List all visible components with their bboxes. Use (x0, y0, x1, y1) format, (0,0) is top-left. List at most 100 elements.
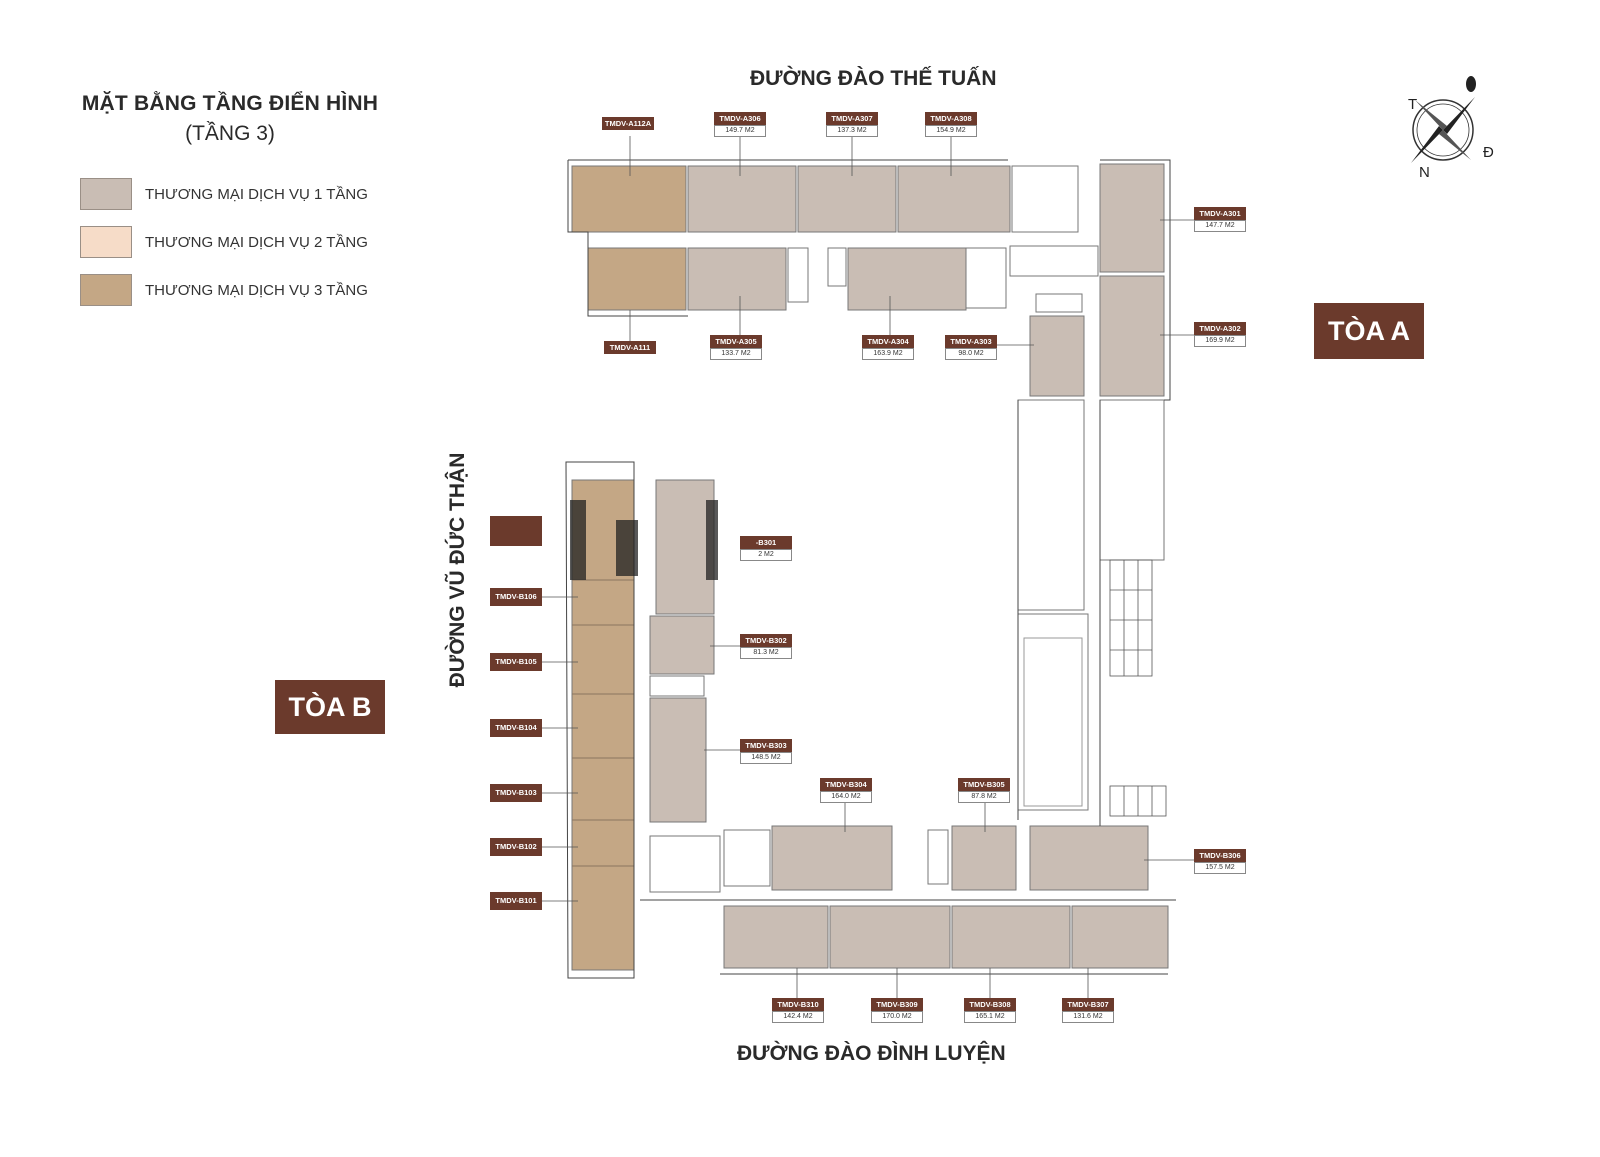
unit-b310 (723, 905, 829, 969)
tag-b307: TMDV-B307 (1062, 998, 1114, 1011)
outline-b-south (640, 899, 1176, 975)
unit-a303 (1029, 315, 1085, 397)
unit-b308 (951, 905, 1071, 969)
unit-b307 (1071, 905, 1169, 969)
area-b304: 164.0 M2 (820, 791, 872, 803)
compass-icon: T Đ N (1405, 72, 1505, 182)
unit-b304 (771, 825, 893, 891)
unit-b305 (951, 825, 1017, 891)
stair-b-2 (649, 675, 705, 697)
compass-n-label: N (1419, 164, 1430, 181)
plan-subtitle: (TẦNG 3) (185, 122, 275, 145)
area-a307: 137.3 M2 (826, 125, 878, 137)
compass-t-label: T (1408, 96, 1418, 113)
tower-b-label: TÒA B (275, 680, 385, 734)
legend-swatch-1-floor (80, 178, 132, 210)
unit-b302 (649, 615, 715, 675)
tag-a308: TMDV-A308 (925, 112, 977, 125)
pergola-east (1109, 559, 1153, 677)
tag-b301: -B301 (740, 536, 792, 549)
lift-a-1 (827, 247, 847, 287)
tag-b105: TMDV-B105 (490, 653, 542, 671)
legend-swatch-2-floor (80, 226, 132, 258)
tag-a305: TMDV-A305 (710, 335, 762, 348)
area-a304: 163.9 M2 (862, 348, 914, 360)
core-a-east (1017, 399, 1085, 611)
legend-swatch-3-floor (80, 274, 132, 306)
road-south-label: ĐƯỜNG ĐÀO ĐÌNH LUYỆN (737, 1042, 1006, 1065)
area-a301: 147.7 M2 (1194, 220, 1246, 232)
tag-a306: TMDV-A306 (714, 112, 766, 125)
unit-a308 (897, 165, 1011, 233)
unit-a305 (687, 247, 787, 311)
area-b305: 87.8 M2 (958, 791, 1010, 803)
area-b303: 148.5 M2 (740, 752, 792, 764)
tag-a304: TMDV-A304 (862, 335, 914, 348)
area-b309: 170.0 M2 (871, 1011, 923, 1023)
tag-b305: TMDV-B305 (958, 778, 1010, 791)
area-b301: 2 M2 (740, 549, 792, 561)
legend-label-2-floor: THƯƠNG MẠI DỊCH VỤ 2 TẦNG (145, 234, 368, 251)
tag-a111: TMDV-A111 (604, 341, 656, 354)
unit-b306 (1029, 825, 1149, 891)
stair-a-1 (787, 247, 809, 303)
tag-b106: TMDV-B106 (490, 588, 542, 606)
tag-b104: TMDV-B104 (490, 719, 542, 737)
area-a305: 133.7 M2 (710, 348, 762, 360)
tag-b103: TMDV-B103 (490, 784, 542, 802)
pool (1017, 613, 1089, 811)
legend-label-1-floor: THƯƠNG MẠI DỊCH VỤ 1 TẦNG (145, 186, 368, 203)
tag-b304: TMDV-B304 (820, 778, 872, 791)
core-a-toilets (1009, 245, 1099, 277)
tag-a302: TMDV-A302 (1194, 322, 1246, 335)
tag-a112a: TMDV-A112A (602, 117, 654, 130)
tag-a303: TMDV-A303 (945, 335, 997, 348)
compass-d-label: Đ (1483, 144, 1494, 161)
unit-a307 (797, 165, 897, 233)
area-a306: 149.7 M2 (714, 125, 766, 137)
tag-b102: TMDV-B102 (490, 838, 542, 856)
unit-b309 (829, 905, 951, 969)
tag-b101: TMDV-B101 (490, 892, 542, 910)
tag-b308: TMDV-B308 (964, 998, 1016, 1011)
tower-a-label: TÒA A (1314, 303, 1424, 359)
unit-a112a (571, 165, 687, 233)
unit-b301 (655, 479, 715, 615)
area-b308: 165.1 M2 (964, 1011, 1016, 1023)
core-b-wc (723, 829, 771, 887)
tag-b310: TMDV-B310 (772, 998, 824, 1011)
core-b (649, 835, 721, 893)
area-b302: 81.3 M2 (740, 647, 792, 659)
unit-a301 (1099, 163, 1165, 273)
plan-title: MẶT BẰNG TẦNG ĐIỂN HÌNH (81, 92, 379, 115)
area-a302: 169.9 M2 (1194, 335, 1246, 347)
legend-label-3-floor: THƯƠNG MẠI DỊCH VỤ 3 TẦNG (145, 282, 368, 299)
outline-b-west (565, 461, 635, 979)
tag-a301: TMDV-A301 (1194, 207, 1246, 220)
pool-basin (1023, 637, 1083, 807)
area-b307: 131.6 M2 (1062, 1011, 1114, 1023)
outline-a-west (567, 160, 688, 317)
unit-a111 (587, 247, 687, 311)
tag-b303: TMDV-B303 (740, 739, 792, 752)
road-north-label: ĐƯỜNG ĐÀO THẾ TUẤN (750, 67, 997, 90)
unit-b303 (649, 697, 707, 823)
area-a308: 154.9 M2 (925, 125, 977, 137)
tag-b309: TMDV-B309 (871, 998, 923, 1011)
lift-a-2 (1035, 293, 1083, 313)
core-a-north (1011, 165, 1079, 233)
core-a-wc (965, 247, 1007, 309)
tag-b306: TMDV-B306 (1194, 849, 1246, 862)
stair-b (927, 829, 949, 885)
tag-b302: TMDV-B302 (740, 634, 792, 647)
unit-a302 (1099, 275, 1165, 397)
area-b306: 157.5 M2 (1194, 862, 1246, 874)
unit-a304 (847, 247, 967, 311)
unit-a306 (687, 165, 797, 233)
area-a303: 98.0 M2 (945, 348, 997, 360)
gym-room (1099, 399, 1165, 561)
outline-a (568, 159, 1171, 401)
tag-a307: TMDV-A307 (826, 112, 878, 125)
area-b310: 142.4 M2 (772, 1011, 824, 1023)
